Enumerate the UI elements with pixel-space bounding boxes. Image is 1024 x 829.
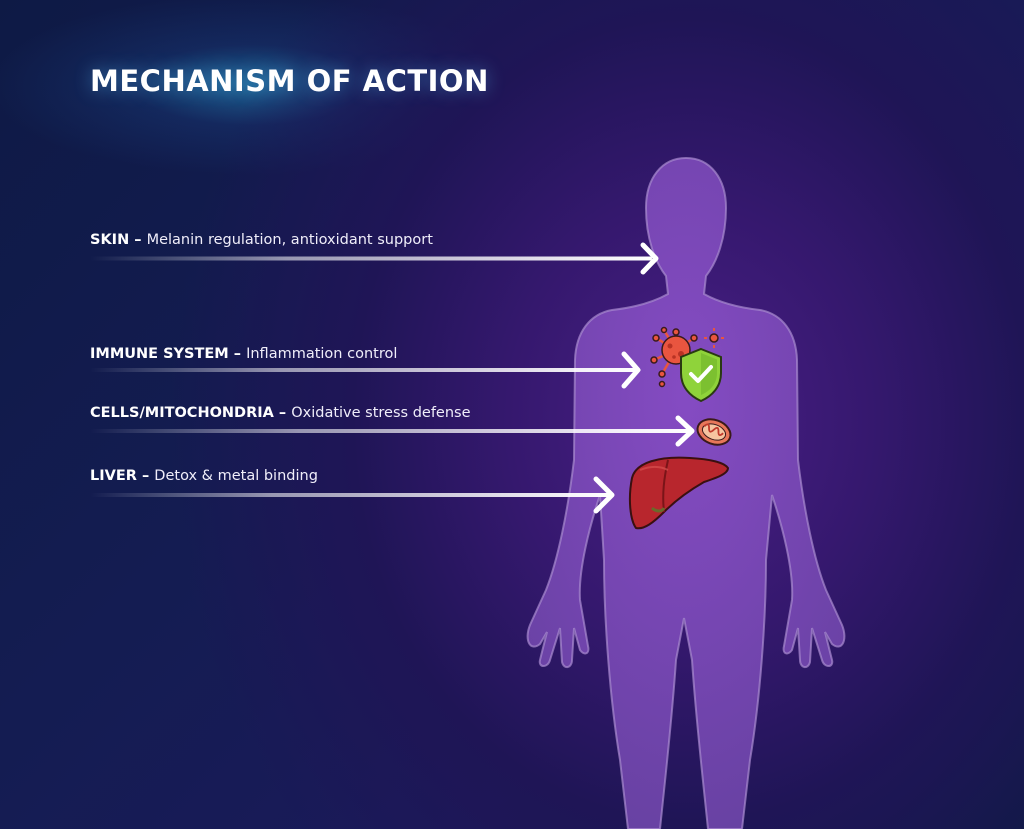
- label-cells-mitochondria-description: Oxidative stress defense: [291, 405, 471, 421]
- arrow-skin: [90, 242, 659, 275]
- label-immune-system-separator: –: [228, 346, 247, 362]
- label-immune-system-heading: IMMUNE SYSTEM: [90, 346, 229, 362]
- label-cells-mitochondria-separator: –: [273, 405, 292, 421]
- arrow-cells-mitochondria: [90, 415, 695, 447]
- label-skin-heading: SKIN: [90, 232, 130, 248]
- arrow-immune-system: [90, 351, 641, 389]
- label-cells-mitochondria: CELLS/MITOCHONDRIA – Oxidative stress de…: [90, 405, 471, 421]
- label-liver-description: Detox & metal binding: [154, 468, 318, 484]
- label-immune-system-description: Inflammation control: [246, 346, 398, 362]
- page-title: MECHANISM OF ACTION: [90, 64, 489, 98]
- label-immune-system: IMMUNE SYSTEM – Inflammation control: [90, 346, 397, 362]
- shield-check-icon: [680, 347, 722, 403]
- label-liver-separator: –: [136, 468, 155, 484]
- liver-icon: [628, 456, 730, 530]
- arrow-liver: [90, 476, 615, 514]
- label-skin-separator: –: [129, 232, 147, 248]
- label-cells-mitochondria-heading: CELLS/MITOCHONDRIA: [90, 405, 274, 421]
- virus-icon: [650, 326, 724, 388]
- label-liver-heading: LIVER: [90, 468, 137, 484]
- label-skin-description: Melanin regulation, antioxidant support: [146, 232, 433, 248]
- mitochondria-icon: [696, 418, 732, 446]
- label-liver: LIVER – Detox & metal binding: [90, 468, 318, 484]
- label-skin: SKIN – Melanin regulation, antioxidant s…: [90, 232, 433, 248]
